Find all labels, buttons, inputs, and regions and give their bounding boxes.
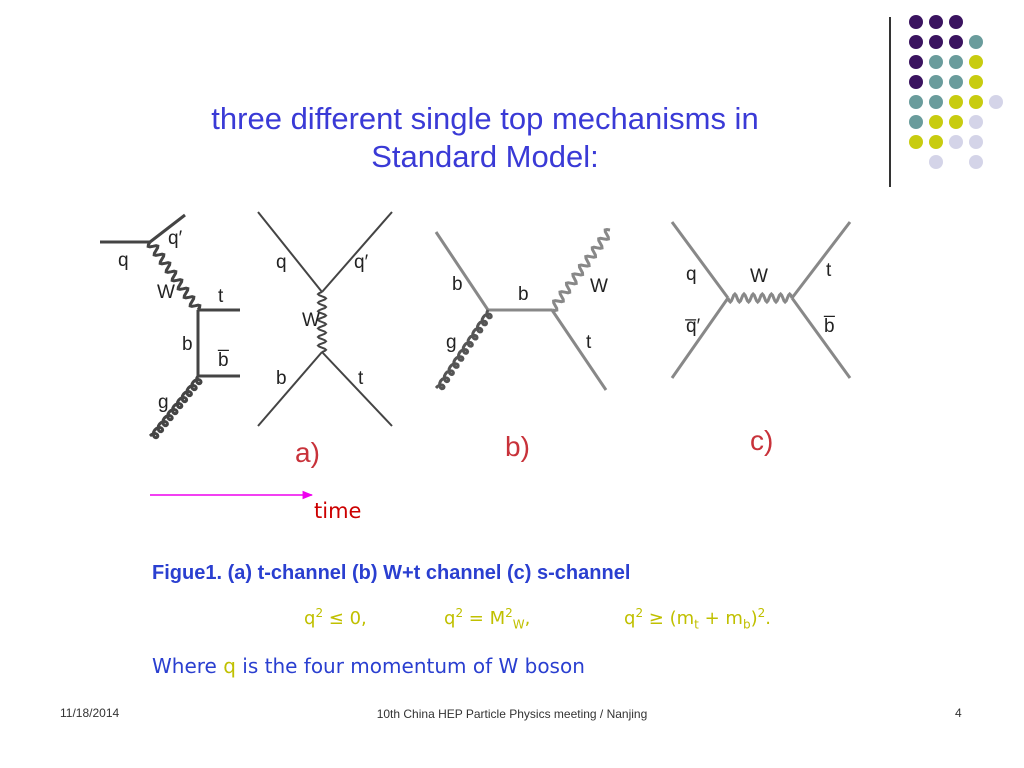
a-label-q-in: q xyxy=(118,250,129,271)
a-label-b: b xyxy=(182,334,193,355)
decor-dot xyxy=(949,95,963,109)
c-label-t: t xyxy=(826,260,832,281)
decor-dot xyxy=(929,35,943,49)
a2-line-br xyxy=(321,351,393,427)
decor-dot xyxy=(949,55,963,69)
decor-dot xyxy=(989,95,1003,109)
decor-dot xyxy=(929,75,943,89)
a-label-t: t xyxy=(218,286,224,307)
decor-dot xyxy=(929,55,943,69)
decor-dot xyxy=(969,95,983,109)
a-gluon-line xyxy=(148,375,203,440)
decor-dot xyxy=(949,135,963,149)
decor-dot xyxy=(909,35,923,49)
decor-dot xyxy=(969,35,983,49)
diagram-c-s-channel: q q̅′ W t b̅ c) xyxy=(670,221,852,456)
decor-dot xyxy=(929,95,943,109)
decor-dot xyxy=(929,155,943,169)
decor-dot xyxy=(909,55,923,69)
footer-date: 11/18/2014 xyxy=(60,706,120,720)
c-label-bbar: b̅ xyxy=(823,316,835,337)
diagram-a-t-channel: q q′ W t b b̅ g xyxy=(100,213,240,440)
b-w-boson-line xyxy=(551,227,611,313)
equation-t-channel: q2 ≤ 0, xyxy=(304,606,367,629)
b-t-out-line xyxy=(550,309,608,391)
a-label-g: g xyxy=(158,392,169,413)
a-quark-out-line xyxy=(149,213,186,244)
feynman-diagrams-figure: q q′ W t b b̅ g q q′ W b t a) b b W t g … xyxy=(100,211,852,523)
where-statement: Where q is the four momentum of W boson xyxy=(152,654,585,678)
panel-label-c: c) xyxy=(750,425,773,456)
a-label-bbar: b̅ xyxy=(217,350,229,371)
c-q-in-line xyxy=(670,221,730,299)
figure-caption: Figue1. (a) t-channel (b) W+t channel (c… xyxy=(152,562,631,584)
a2-label-b: b xyxy=(276,368,287,389)
slide-title-line2: Standard Model: xyxy=(371,139,599,174)
a2-label-q-l: q xyxy=(276,252,287,273)
b-label-t: t xyxy=(586,332,592,353)
a2-line-bl xyxy=(257,351,323,427)
footer-conference: 10th China HEP Particle Physics meeting … xyxy=(376,707,648,721)
decor-dot xyxy=(909,135,923,149)
decor-dot xyxy=(929,15,943,29)
a2-line-tr xyxy=(321,211,393,293)
decor-dot xyxy=(969,155,983,169)
equation-wt-channel: q2 = M2W, xyxy=(444,606,531,632)
decor-dot xyxy=(909,75,923,89)
diagram-a-crossed: q q′ W b t a) xyxy=(257,211,393,468)
b-label-b-in: b xyxy=(452,274,463,295)
c-label-qbar: q̅′ xyxy=(685,316,701,337)
decor-dot xyxy=(909,15,923,29)
decor-dot xyxy=(969,115,983,129)
b-label-b-mid: b xyxy=(518,284,529,305)
decor-dot xyxy=(909,95,923,109)
b-label-g: g xyxy=(446,332,457,353)
decor-dot xyxy=(949,115,963,129)
decor-dot xyxy=(909,115,923,129)
footer-page-number: 4 xyxy=(955,706,962,720)
a2-label-w: W xyxy=(302,310,320,331)
a-label-w: W xyxy=(157,282,175,303)
decor-dot xyxy=(969,75,983,89)
decor-dot xyxy=(929,115,943,129)
decor-dot xyxy=(949,35,963,49)
decor-dot xyxy=(969,55,983,69)
a-w-boson-line xyxy=(146,241,202,311)
c-qbar-in-line xyxy=(670,297,730,379)
panel-label-b: b) xyxy=(505,431,530,462)
decor-dot xyxy=(929,135,943,149)
vertical-divider xyxy=(889,17,891,187)
a-label-q-out: q′ xyxy=(168,228,183,249)
decor-dot xyxy=(949,15,963,29)
diagram-b-wt-channel: b b W t g b) xyxy=(434,227,611,462)
c-label-q: q xyxy=(686,264,697,285)
decor-dot xyxy=(949,75,963,89)
c-t-out-line xyxy=(790,221,852,299)
a2-label-t: t xyxy=(358,368,364,389)
dot-grid-decoration xyxy=(909,15,1003,169)
where-q: q xyxy=(223,654,236,678)
c-label-w: W xyxy=(750,266,768,287)
equations-row: q2 ≤ 0, q2 = M2W, q2 ≥ (mt + mb)2. xyxy=(0,606,1024,638)
b-label-w: W xyxy=(590,276,608,297)
b-gluon-line xyxy=(434,309,493,391)
c-bbar-out-line xyxy=(790,297,852,379)
time-label: time xyxy=(314,499,361,523)
panel-label-a: a) xyxy=(295,437,320,468)
slide-title-line1: three different single top mechanisms in xyxy=(211,101,759,136)
a2-w-boson-line xyxy=(316,291,328,353)
c-w-boson-line xyxy=(726,291,794,305)
a2-line-tl xyxy=(257,211,323,293)
slide-title: three different single top mechanisms in… xyxy=(160,100,810,176)
b-b-in-line xyxy=(434,231,490,311)
a2-label-q-r: q′ xyxy=(354,252,369,273)
equation-s-channel: q2 ≥ (mt + mb)2. xyxy=(624,606,771,632)
decor-dot xyxy=(969,135,983,149)
